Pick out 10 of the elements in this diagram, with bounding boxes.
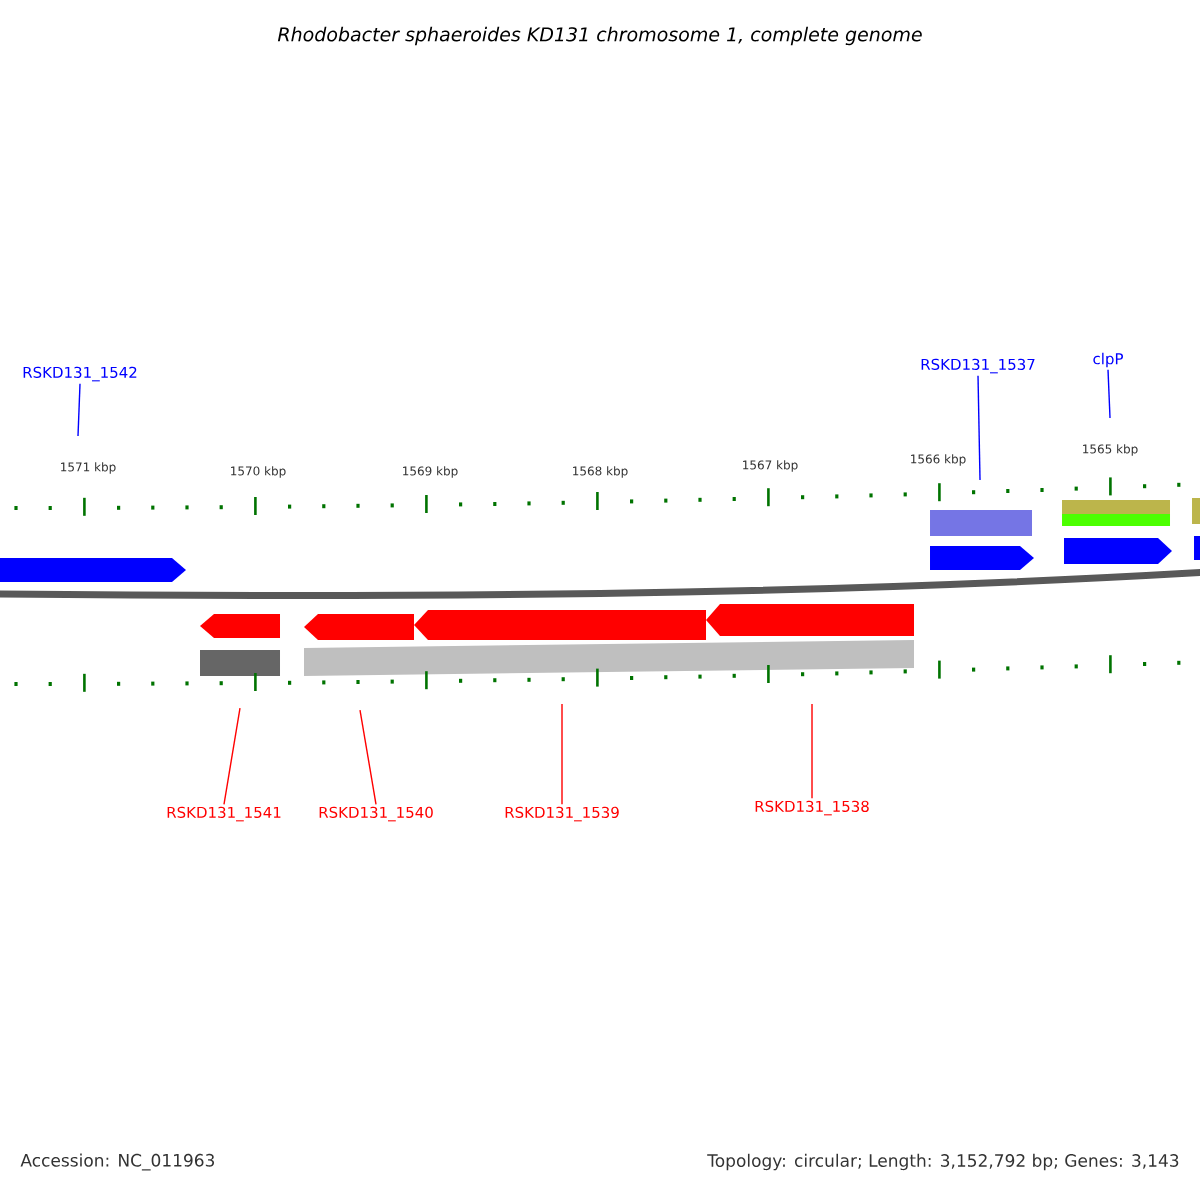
leader-line bbox=[359, 709, 377, 805]
footer-text: Accession: NC_011963 bbox=[20, 1153, 214, 1171]
leader-line bbox=[977, 375, 981, 481]
title: Rhodobacter sphaeroides KD131 chromosome 1, complete genome bbox=[277, 26, 922, 46]
leader-line bbox=[561, 703, 563, 805]
leader-line bbox=[811, 703, 813, 799]
footer-text: Topology: circular; Length: 3,152,792 bp; Genes: 3,143 bbox=[707, 1153, 1179, 1171]
leader-line bbox=[223, 707, 241, 805]
leader-line bbox=[1107, 368, 1111, 419]
leader-line bbox=[77, 383, 81, 437]
